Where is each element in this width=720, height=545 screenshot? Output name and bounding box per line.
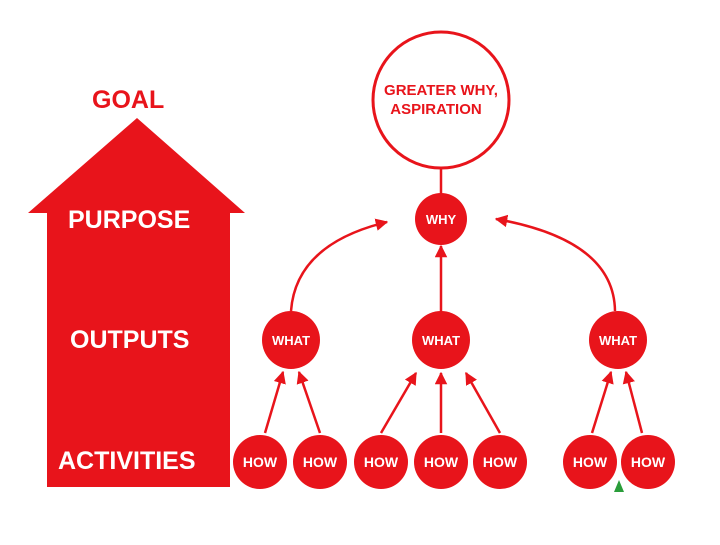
connector-how1-what1 [263,370,286,434]
connector-how5-what2 [464,371,502,434]
aspiration-label-line2: ASPIRATION [390,101,481,118]
how-node: HOW [563,435,617,489]
how-node: HOW [621,435,675,489]
how-label: HOW [573,454,608,470]
connector-what1-why [289,218,389,312]
connector-what3-why [494,214,617,312]
why-node: WHY [415,193,467,245]
how-label: HOW [483,454,518,470]
goal-label: GOAL [92,86,164,114]
what-node: WHAT [589,311,647,369]
aspiration-label-line1: GREATER WHY, [384,82,498,99]
connector-how6-what3 [590,370,614,434]
how-label: HOW [364,454,399,470]
level-label-outputs: OUTPUTS [70,326,189,354]
corner-mark-icon [614,480,624,492]
how-node: HOW [293,435,347,489]
how-node: HOW [414,435,468,489]
what-label: WHAT [422,333,460,348]
what-label: WHAT [599,333,637,348]
how-label: HOW [243,454,278,470]
what-node: WHAT [412,311,470,369]
connector-how7-what3 [622,370,644,434]
what-node: WHAT [262,311,320,369]
connectors [263,134,644,434]
how-label: HOW [631,454,666,470]
level-label-activities: ACTIVITIES [58,447,196,475]
how-label: HOW [424,454,459,470]
level-label-purpose: PURPOSE [68,206,190,234]
connector-how3-what2 [379,371,418,434]
how-label: HOW [303,454,338,470]
aspiration-node: GREATER WHY, ASPIRATION [371,30,511,170]
what-label: WHAT [272,333,310,348]
connector-how2-what1 [296,370,322,434]
how-node: HOW [473,435,527,489]
big-up-arrow [28,118,245,487]
why-label: WHY [426,212,457,227]
how-node: HOW [233,435,287,489]
hierarchy-arrow: GOAL PURPOSE OUTPUTS ACTIVITIES [28,86,245,487]
how-node: HOW [354,435,408,489]
